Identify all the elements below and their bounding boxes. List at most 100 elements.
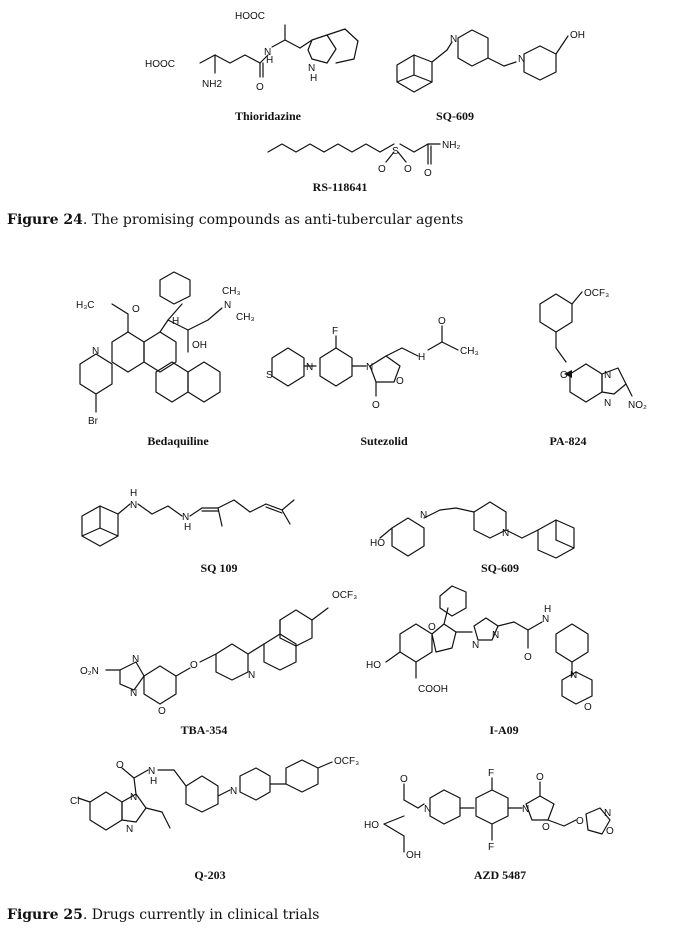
svg-text:OH: OH bbox=[406, 850, 421, 861]
svg-text:O: O bbox=[560, 370, 568, 381]
sutezolid-structure: S N F N O O H O CH₃ bbox=[266, 316, 479, 411]
svg-text:O: O bbox=[132, 304, 140, 315]
compound-name-sq109: SQ 109 bbox=[200, 561, 238, 575]
compound-name-ia09: I-A09 bbox=[489, 723, 519, 737]
svg-text:N: N bbox=[420, 510, 427, 521]
svg-text:S: S bbox=[266, 370, 273, 381]
svg-text:F: F bbox=[488, 842, 494, 853]
svg-text:F: F bbox=[488, 768, 494, 779]
svg-text:N: N bbox=[542, 614, 549, 625]
sq109-structure: HN NH bbox=[81, 488, 295, 547]
svg-text:NH₂: NH₂ bbox=[442, 140, 460, 151]
svg-text:Br: Br bbox=[88, 416, 99, 427]
svg-text:N: N bbox=[264, 47, 271, 58]
svg-text:H: H bbox=[150, 776, 157, 787]
svg-text:H: H bbox=[172, 316, 179, 327]
svg-text:N: N bbox=[424, 804, 431, 815]
svg-text:N: N bbox=[130, 500, 137, 511]
svg-text:H: H bbox=[418, 352, 425, 363]
compound-name-sq609-bottom: SQ-609 bbox=[480, 561, 520, 575]
svg-text:O: O bbox=[524, 652, 532, 663]
svg-text:NH2: NH2 bbox=[202, 79, 222, 90]
azd5487-structure: O N F F N O O O N O HO OH bbox=[364, 768, 614, 861]
svg-text:H: H bbox=[544, 604, 551, 615]
svg-text:OH: OH bbox=[192, 340, 207, 351]
svg-text:O: O bbox=[424, 168, 432, 179]
svg-text:CH₃: CH₃ bbox=[460, 346, 479, 357]
svg-text:N: N bbox=[450, 34, 457, 45]
svg-text:HO: HO bbox=[370, 538, 385, 549]
compound-name-tba354: TBA-354 bbox=[180, 723, 228, 737]
sq609-top-structure: N N OH bbox=[396, 29, 585, 93]
svg-text:O: O bbox=[256, 82, 264, 93]
svg-text:N: N bbox=[130, 688, 137, 699]
thioridazine-structure: HOOC NH2 HOOC NH O NH bbox=[145, 11, 359, 93]
svg-text:N: N bbox=[308, 63, 315, 74]
svg-text:N: N bbox=[492, 630, 499, 641]
compound-name-sq609-top: SQ-609 bbox=[435, 109, 475, 123]
ia09-structure: HO COOH O N N O NH N O bbox=[366, 585, 593, 713]
svg-text:O: O bbox=[606, 826, 614, 837]
svg-text:N: N bbox=[148, 766, 155, 777]
svg-text:F: F bbox=[332, 326, 338, 337]
figure-25-text: . Drugs currently in clinical trials bbox=[82, 907, 320, 923]
svg-text:O: O bbox=[158, 706, 166, 717]
svg-text:O: O bbox=[438, 316, 446, 327]
compound-name-pa824: PA-824 bbox=[549, 434, 587, 448]
svg-text:N: N bbox=[230, 786, 237, 797]
svg-text:N: N bbox=[570, 670, 577, 681]
svg-text:O: O bbox=[116, 760, 124, 771]
figure-24-text: . The promising compounds as anti-tuberc… bbox=[82, 212, 464, 228]
svg-text:O: O bbox=[536, 772, 544, 783]
svg-text:N: N bbox=[518, 54, 525, 65]
svg-text:O: O bbox=[542, 822, 550, 833]
svg-text:O₂N: O₂N bbox=[80, 666, 99, 677]
svg-text:NO₂: NO₂ bbox=[628, 400, 647, 411]
figure-24-label: Figure 24 bbox=[7, 212, 83, 228]
svg-text:N: N bbox=[224, 300, 231, 311]
svg-text:N: N bbox=[92, 346, 99, 357]
svg-text:H: H bbox=[310, 73, 317, 84]
svg-text:N: N bbox=[472, 640, 479, 651]
compound-name-q203: Q-203 bbox=[194, 868, 226, 882]
svg-text:N: N bbox=[126, 824, 133, 835]
compound-name-azd5487: AZD 5487 bbox=[473, 868, 527, 882]
compound-name-sutezolid: Sutezolid bbox=[360, 434, 408, 448]
svg-text:N: N bbox=[502, 528, 509, 539]
svg-text:N: N bbox=[130, 792, 137, 803]
compound-name-rs118641: RS-118641 bbox=[312, 180, 368, 194]
svg-text:S: S bbox=[392, 146, 399, 157]
svg-text:N: N bbox=[604, 808, 611, 819]
q203-structure: Cl O NH N N N OCF₃ bbox=[70, 756, 359, 835]
svg-text:O: O bbox=[372, 400, 380, 411]
svg-text:O: O bbox=[400, 774, 408, 785]
svg-text:COOH: COOH bbox=[418, 684, 448, 695]
svg-text:O: O bbox=[576, 816, 584, 827]
svg-text:HO: HO bbox=[366, 660, 381, 671]
svg-text:CH₃: CH₃ bbox=[222, 286, 241, 297]
pa824-structure: OCF₃ O N N NO₂ bbox=[539, 288, 647, 411]
svg-text:N: N bbox=[306, 362, 313, 373]
svg-text:N: N bbox=[604, 370, 611, 381]
svg-text:OCF₃: OCF₃ bbox=[334, 756, 359, 767]
compound-name-bedaquiline: Bedaquiline bbox=[147, 434, 209, 448]
svg-text:N: N bbox=[132, 654, 139, 665]
svg-text:OCF₃: OCF₃ bbox=[332, 590, 357, 601]
svg-text:N: N bbox=[182, 512, 189, 523]
svg-text:HOOC: HOOC bbox=[235, 11, 265, 22]
svg-text:O: O bbox=[396, 376, 404, 387]
svg-text:H: H bbox=[184, 522, 191, 533]
svg-text:Cl: Cl bbox=[70, 796, 79, 807]
svg-text:O: O bbox=[378, 164, 386, 175]
figure-24-caption: Figure 24. The promising compounds as an… bbox=[7, 212, 463, 228]
svg-text:HOOC: HOOC bbox=[145, 59, 175, 70]
svg-text:H: H bbox=[266, 55, 273, 66]
svg-text:O: O bbox=[584, 702, 592, 713]
svg-text:N: N bbox=[366, 362, 373, 373]
svg-text:OH: OH bbox=[570, 30, 585, 41]
svg-text:O: O bbox=[428, 622, 436, 633]
svg-text:OCF₃: OCF₃ bbox=[584, 288, 609, 299]
figure-25-label: Figure 25 bbox=[7, 907, 83, 923]
svg-text:N: N bbox=[604, 398, 611, 409]
